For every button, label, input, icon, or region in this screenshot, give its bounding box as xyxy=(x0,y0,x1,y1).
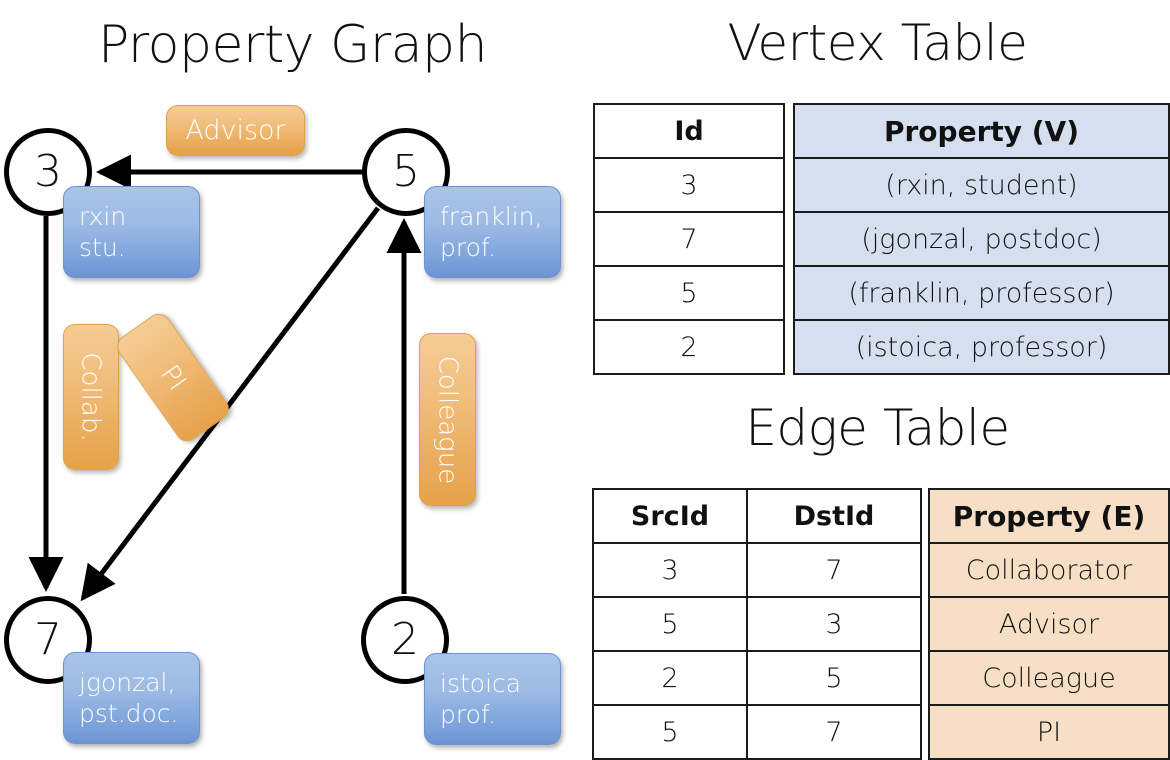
edge-row-2-dst: 5 xyxy=(746,650,922,706)
edge-row-1-dst: 3 xyxy=(746,596,922,652)
vertex-row-1-id: 7 xyxy=(593,211,785,267)
vertex-row-3-id: 2 xyxy=(593,319,785,375)
edge-label-colleague-text: Colleague xyxy=(432,355,463,484)
graph-node-5-label: 5 xyxy=(392,146,420,197)
edge-table-column-gap xyxy=(921,597,929,651)
node-property-callout-jgonzal: jgonzal, pst.doc. xyxy=(63,652,200,744)
vertex-row-0-id: 3 xyxy=(593,157,785,213)
graph-node-2-label: 2 xyxy=(391,614,419,665)
edge-table-column-gap xyxy=(921,543,929,597)
page-title-edge-table: Edge Table xyxy=(745,399,1010,457)
edge-table-col-dstid: DstId xyxy=(746,488,922,544)
edge-label-collab-text: Collab. xyxy=(76,352,106,442)
node-property-franklin-line2: prof. xyxy=(440,233,496,262)
vertex-table-header-row: Id Property (V) xyxy=(593,103,1170,159)
graph-node-2[interactable]: 2 xyxy=(361,596,449,684)
table-row: 2 (istoica, professor) xyxy=(593,319,1170,375)
vertex-table-column-gap xyxy=(784,266,794,320)
vertex-row-1-property: (jgonzal, postdoc) xyxy=(793,211,1170,267)
table-row: 3 (rxin, student) xyxy=(593,157,1170,213)
table-row: 5 (franklin, professor) xyxy=(593,265,1170,321)
edge-table-col-srcid: SrcId xyxy=(592,488,748,544)
edge-table-col-property: Property (E) xyxy=(928,488,1170,544)
edge-row-2-property: Colleague xyxy=(928,650,1170,706)
table-row: 7 (jgonzal, postdoc) xyxy=(593,211,1170,267)
vertex-table-column-gap xyxy=(784,158,794,212)
graph-node-7-label: 7 xyxy=(34,614,62,665)
vertex-table: Id Property (V) 3 (rxin, student) 7 (jgo… xyxy=(593,103,1170,375)
edge-label-collab: Collab. xyxy=(63,324,119,470)
table-row: 5 7 PI xyxy=(592,704,1170,760)
node-property-rxin-line2: stu. xyxy=(79,233,126,262)
node-property-callout-rxin: rxin stu. xyxy=(63,186,200,278)
edge-arrow-pi xyxy=(80,206,380,602)
edge-label-advisor-text: Advisor xyxy=(185,115,286,146)
edge-table-column-gap xyxy=(921,489,929,543)
edge-row-0-src: 3 xyxy=(592,542,748,598)
vertex-row-2-id: 5 xyxy=(593,265,785,321)
table-row: 2 5 Colleague xyxy=(592,650,1170,706)
vertex-row-2-property: (franklin, professor) xyxy=(793,265,1170,321)
vertex-table-column-gap xyxy=(784,320,794,374)
node-property-callout-franklin: franklin, prof. xyxy=(424,186,561,278)
vertex-table-column-gap xyxy=(784,212,794,266)
edge-table-column-gap xyxy=(921,651,929,705)
edge-row-0-dst: 7 xyxy=(746,542,922,598)
graph-node-3-label: 3 xyxy=(34,146,62,197)
vertex-row-3-property: (istoica, professor) xyxy=(793,319,1170,375)
edge-row-2-src: 2 xyxy=(592,650,748,706)
node-property-callout-istoica: istoica prof. xyxy=(424,653,561,745)
vertex-table-column-gap xyxy=(784,104,794,158)
edge-row-3-src: 5 xyxy=(592,704,748,760)
page-title-property-graph: Property Graph xyxy=(97,15,488,75)
node-property-istoica-line2: prof. xyxy=(440,700,496,729)
table-row: 5 3 Advisor xyxy=(592,596,1170,652)
edge-table: SrcId DstId Property (E) 3 7 Collaborato… xyxy=(592,488,1170,760)
table-row: 3 7 Collaborator xyxy=(592,542,1170,598)
node-property-jgonzal-line1: jgonzal, xyxy=(79,668,176,697)
edge-label-colleague: Colleague xyxy=(419,333,476,506)
edge-row-1-src: 5 xyxy=(592,596,748,652)
edge-label-advisor: Advisor xyxy=(166,105,305,156)
edge-table-column-gap xyxy=(921,705,929,759)
edge-label-pi-text: PI xyxy=(154,359,192,396)
property-graph-diagram: 3 5 7 2 rxin stu. franklin, prof. jgonza… xyxy=(4,105,561,745)
graph-node-5[interactable]: 5 xyxy=(362,128,450,216)
node-property-rxin-line1: rxin xyxy=(79,202,127,231)
page-title-vertex-table: Vertex Table xyxy=(727,14,1028,72)
edge-row-3-property: PI xyxy=(928,704,1170,760)
vertex-row-0-property: (rxin, student) xyxy=(793,157,1170,213)
node-property-franklin-line1: franklin, xyxy=(440,202,543,231)
edge-row-0-property: Collaborator xyxy=(928,542,1170,598)
edge-table-header-row: SrcId DstId Property (E) xyxy=(592,488,1170,544)
edge-row-3-dst: 7 xyxy=(746,704,922,760)
vertex-table-col-id: Id xyxy=(593,103,785,159)
edge-row-1-property: Advisor xyxy=(928,596,1170,652)
node-property-istoica-line1: istoica xyxy=(440,669,522,698)
vertex-table-col-property: Property (V) xyxy=(793,103,1170,159)
graph-edge-arrows xyxy=(28,154,422,602)
node-property-jgonzal-line2: pst.doc. xyxy=(79,699,179,728)
